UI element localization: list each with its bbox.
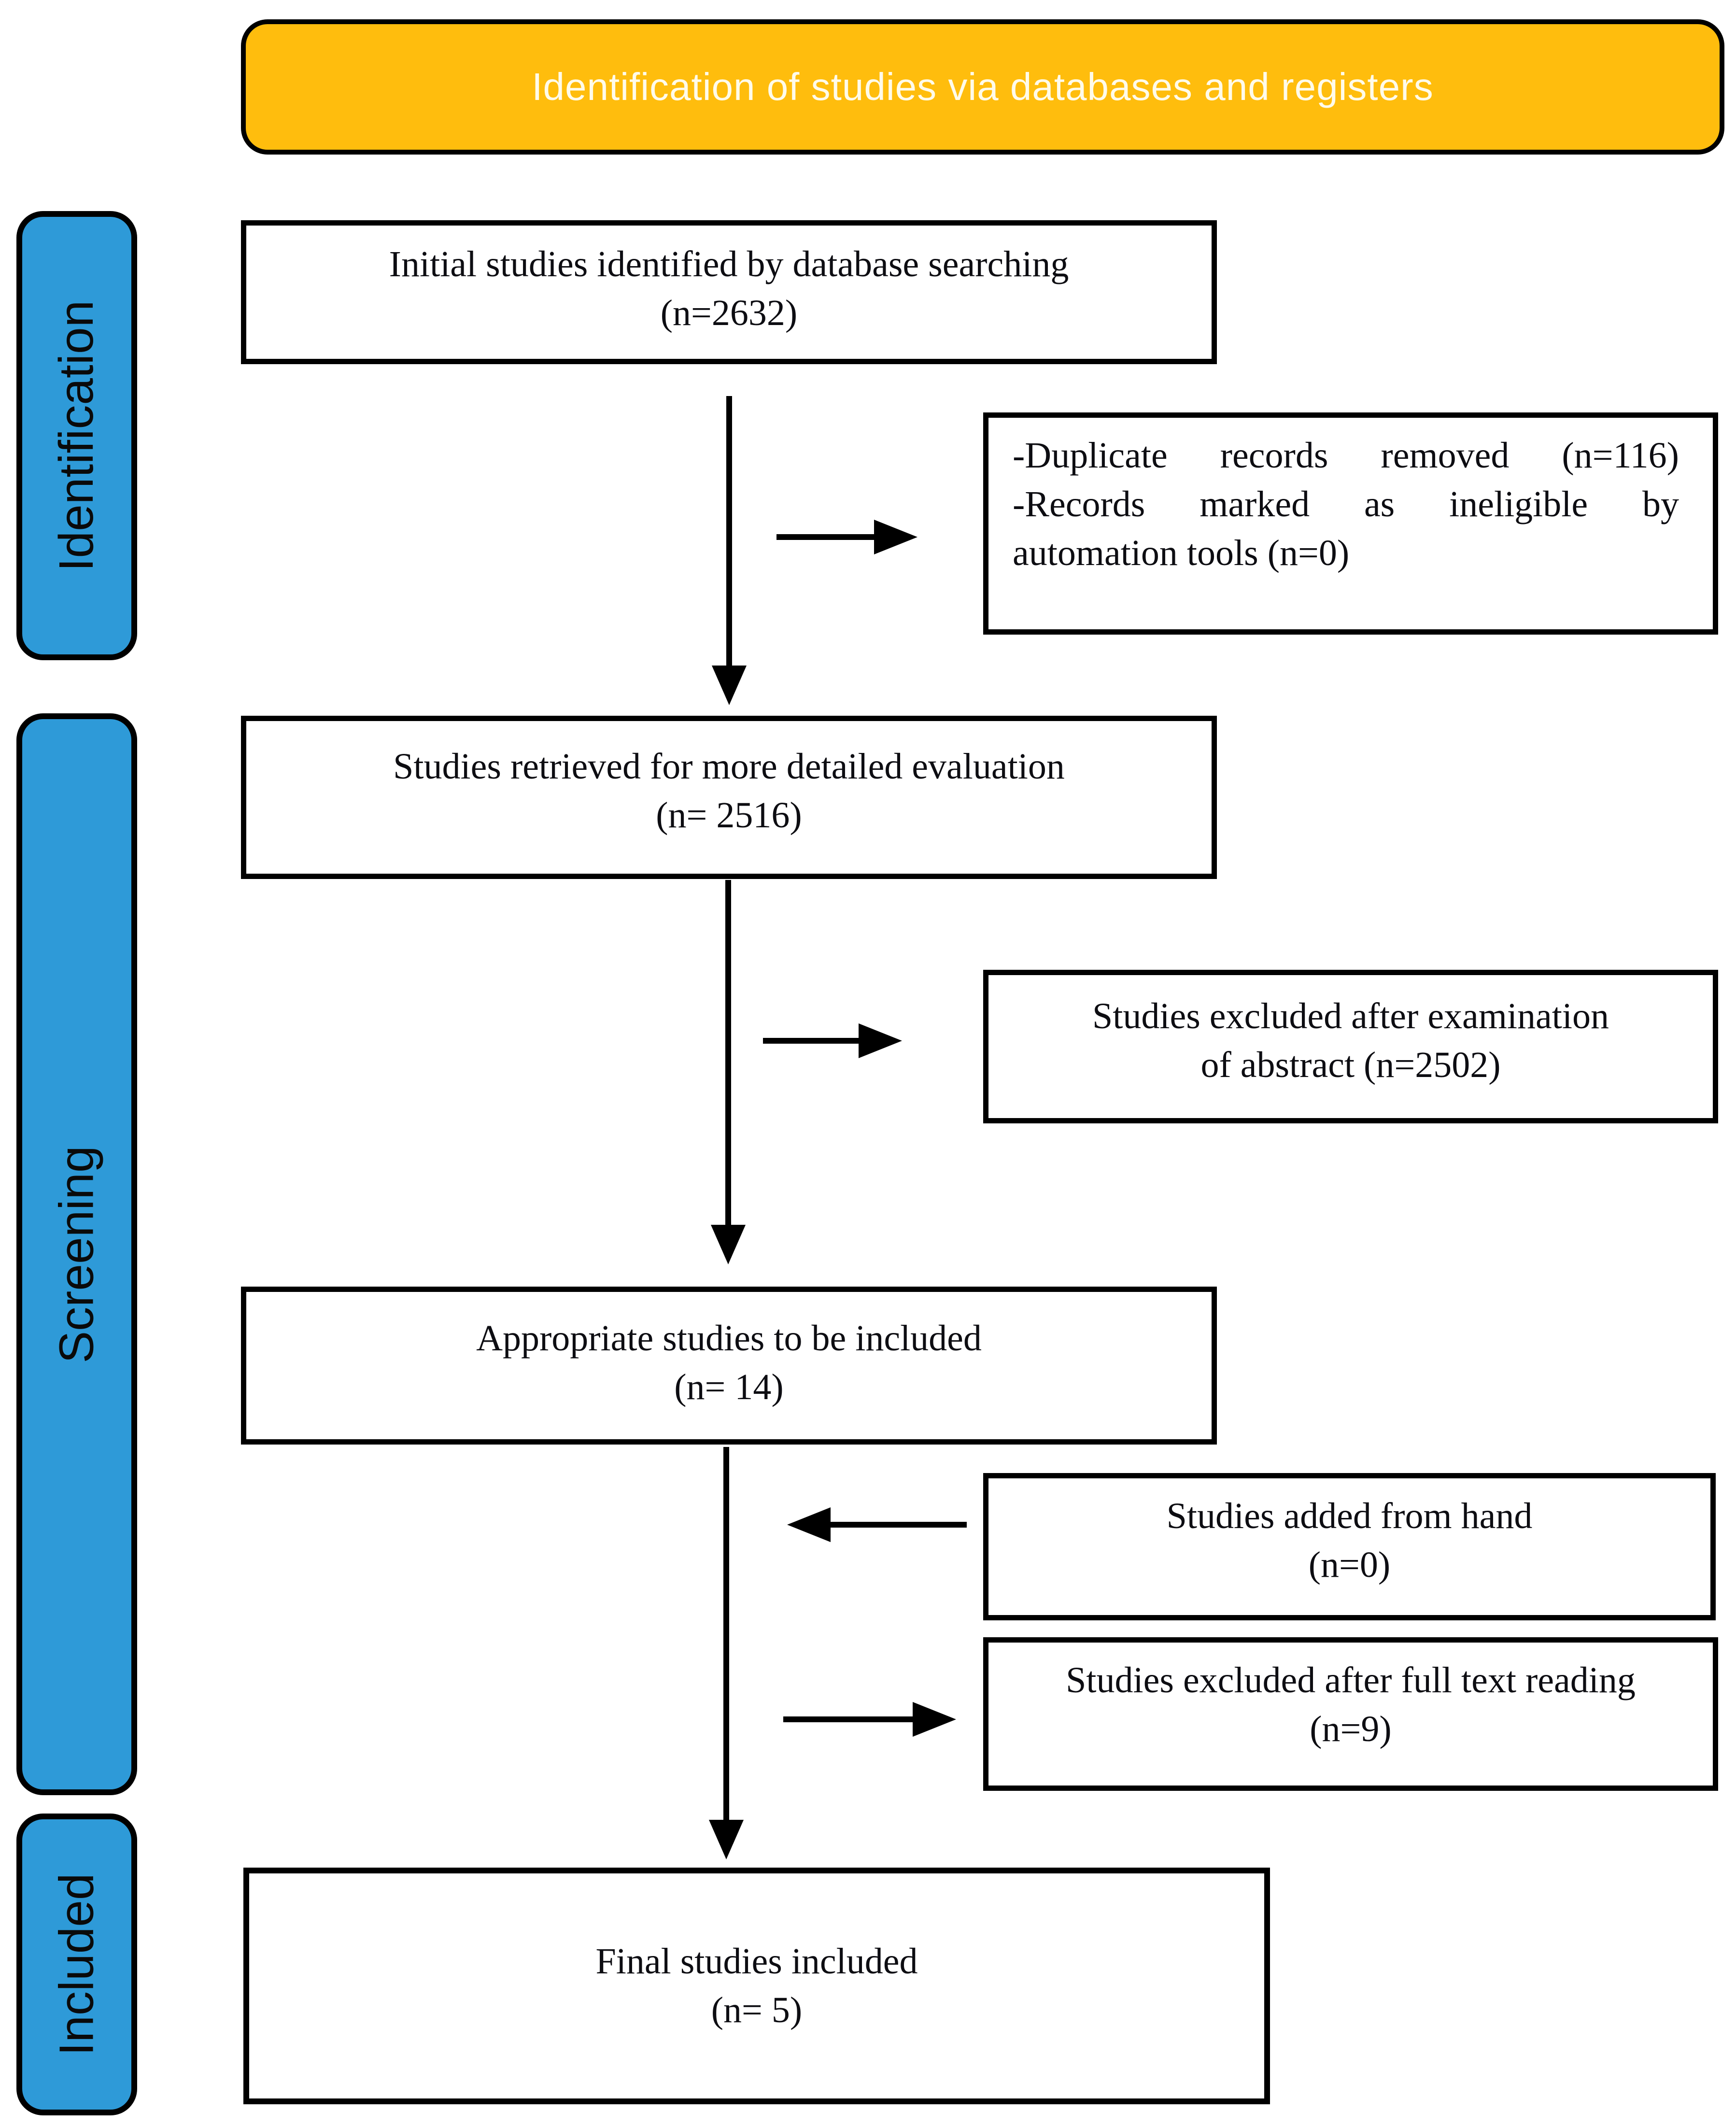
arrow-down-retrieved-to-appropriate-head-icon	[711, 1225, 746, 1264]
side-box-duplicates-line3: automation tools (n=0)	[1013, 533, 1350, 573]
side-box-duplicates-line1: -Duplicate records removed (n=116)	[1013, 435, 1679, 476]
flow-box-retrieved-line1: Studies retrieved for more detailed eval…	[393, 746, 1065, 787]
flow-box-final-count: (n= 5)	[711, 1990, 803, 2030]
side-box-duplicates-removed: -Duplicate records removed (n=116) -Reco…	[983, 412, 1718, 635]
flow-box-appropriate-line1: Appropriate studies to be included	[476, 1318, 982, 1359]
side-box-duplicates-line2: -Records marked as ineligible by	[1013, 484, 1679, 524]
flow-box-appropriate-count: (n= 14)	[674, 1367, 784, 1407]
banner-databases-registers: Identification of studies via databases …	[241, 19, 1724, 155]
flow-box-initial-studies: Initial studies identified by database s…	[241, 220, 1217, 364]
flow-box-final-studies: Final studies included (n= 5)	[243, 1868, 1270, 2104]
flow-box-retrieved-count: (n= 2516)	[656, 795, 802, 836]
arrow-down-initial-to-retrieved-head-icon	[712, 666, 747, 705]
flow-box-initial-count: (n=2632)	[660, 293, 798, 333]
stage-label-screening-text: Screening	[49, 1145, 104, 1363]
side-box-excluded-abstract: Studies excluded after examination of ab…	[983, 970, 1718, 1123]
stage-label-identification: Identification	[16, 211, 137, 660]
arrow-right-to-duplicates-head-icon	[874, 520, 917, 554]
arrow-right-to-excluded-fulltext-head-icon	[913, 1702, 956, 1737]
side-box-added-hand: Studies added from hand (n=0)	[983, 1473, 1716, 1620]
flow-box-appropriate-studies: Appropriate studies to be included (n= 1…	[241, 1287, 1217, 1445]
arrow-down-initial-to-retrieved-shaft	[726, 396, 732, 666]
flow-box-retrieved-studies: Studies retrieved for more detailed eval…	[241, 716, 1217, 879]
stage-label-screening: Screening	[16, 713, 137, 1795]
side-box-excluded-fulltext-line1: Studies excluded after full text reading	[1066, 1660, 1636, 1701]
side-box-excluded-fulltext: Studies excluded after full text reading…	[983, 1637, 1718, 1791]
banner-title: Identification of studies via databases …	[532, 65, 1434, 108]
stage-label-included: Included	[16, 1814, 137, 2115]
stage-label-included-text: Included	[49, 1873, 104, 2056]
arrow-down-appropriate-to-final-head-icon	[709, 1820, 744, 1859]
flow-box-final-line1: Final studies included	[595, 1941, 918, 1982]
stage-label-identification-text: Identification	[49, 300, 104, 571]
arrow-down-appropriate-to-final-shaft	[723, 1447, 729, 1820]
arrow-right-to-excluded-fulltext-shaft	[783, 1716, 914, 1722]
side-box-excluded-abstract-line1: Studies excluded after examination	[1092, 996, 1609, 1036]
arrow-left-from-added-hand-shaft	[830, 1522, 967, 1528]
arrow-right-to-duplicates-shaft	[776, 534, 875, 540]
side-box-added-hand-line1: Studies added from hand	[1166, 1496, 1533, 1536]
side-box-excluded-abstract-line2: of abstract (n=2502)	[1200, 1045, 1501, 1085]
side-box-excluded-fulltext-count: (n=9)	[1310, 1709, 1392, 1749]
arrow-down-retrieved-to-appropriate-shaft	[725, 880, 731, 1226]
arrow-left-from-added-hand-head-icon	[787, 1507, 831, 1542]
arrow-right-to-excluded-abstract-head-icon	[859, 1023, 902, 1058]
side-box-added-hand-count: (n=0)	[1308, 1545, 1391, 1585]
flow-box-initial-line1: Initial studies identified by database s…	[389, 244, 1069, 284]
arrow-right-to-excluded-abstract-shaft	[763, 1038, 860, 1044]
